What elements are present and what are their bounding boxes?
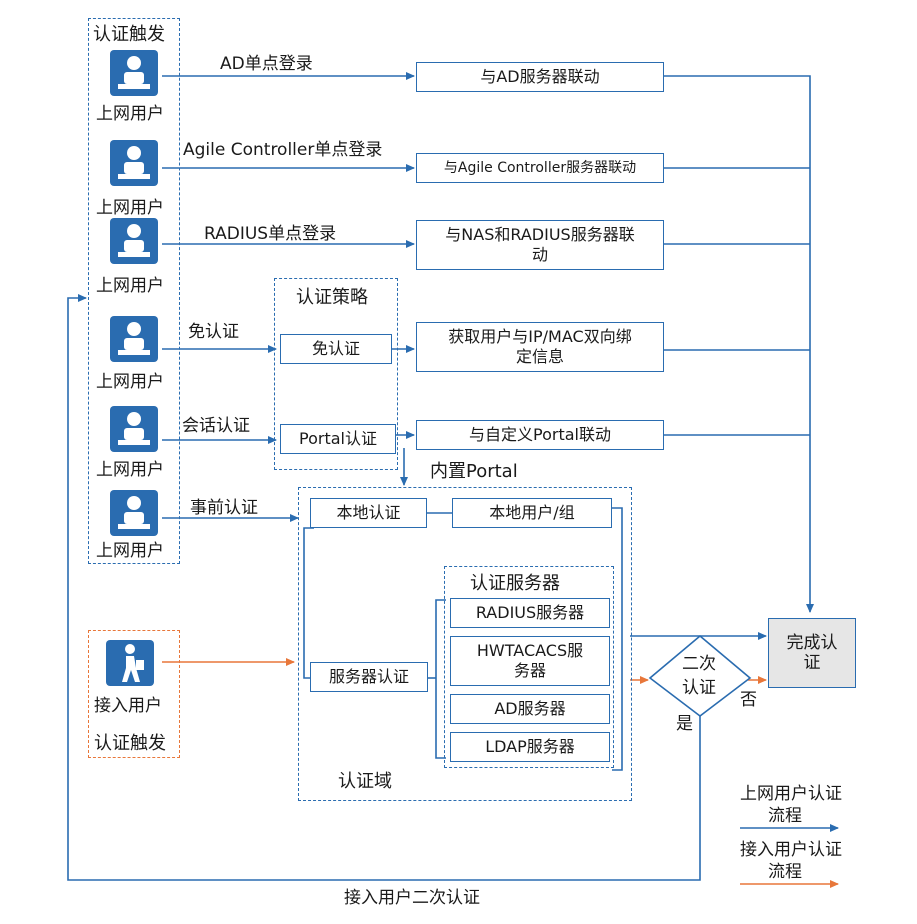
auth-domain-label: 认证域 [338, 771, 392, 792]
auth-policy-title: 认证策略 [296, 287, 368, 308]
legend-web-user-line2: 流程 [768, 806, 802, 826]
second-auth-line1: 二次 [682, 654, 716, 674]
local-user-group-box: 本地用户/组 [452, 498, 612, 528]
user-computer-icon [110, 140, 158, 186]
agile-server-linkage-box: 与Agile Controller服务器联动 [416, 153, 664, 183]
access-user-label: 接入用户 [94, 696, 162, 716]
walking-user-icon [106, 640, 154, 686]
access-trigger-frame [88, 630, 180, 758]
exempt-label: 免认证 [188, 322, 239, 342]
arrow-second-auth-loop [67, 294, 701, 881]
access-trigger-label: 认证触发 [94, 733, 166, 754]
trigger-group-frame [88, 18, 180, 564]
user-label-1: 上网用户 [96, 104, 164, 124]
nas-radius-linkage-box: 与NAS和RADIUS服务器联动 [416, 220, 664, 270]
agile-sso-label: Agile Controller单点登录 [183, 140, 383, 160]
exempt-policy-box: 免认证 [280, 334, 392, 364]
second-auth-line2: 认证 [682, 678, 716, 698]
user-computer-icon [110, 490, 158, 536]
auth-servers-frame [444, 566, 614, 768]
ad-server-box: AD服务器 [450, 694, 610, 724]
user-computer-icon [110, 316, 158, 362]
arrow-right-trunk [664, 75, 814, 613]
auth-domain-frame [298, 487, 632, 801]
local-auth-box: 本地认证 [310, 498, 427, 528]
access-user-second-auth-label: 接入用户二次认证 [344, 888, 480, 908]
custom-portal-linkage-box: 与自定义Portal联动 [416, 420, 664, 450]
session-auth-label: 会话认证 [182, 416, 250, 436]
radius-sso-label: RADIUS单点登录 [204, 224, 337, 244]
user-label-4: 上网用户 [96, 372, 164, 392]
pre-auth-label: 事前认证 [190, 498, 258, 518]
user-computer-icon [110, 218, 158, 264]
legend-access-user-line1: 接入用户认证 [740, 840, 842, 860]
ad-server-linkage-box: 与AD服务器联动 [416, 62, 664, 92]
no-label: 否 [740, 690, 757, 710]
portal-auth-box: Portal认证 [280, 424, 396, 454]
hwtacacs-server-box: HWTACACS服务器 [450, 636, 610, 686]
ip-mac-binding-box: 获取用户与IP/MAC双向绑定信息 [416, 322, 664, 372]
ldap-server-box: LDAP服务器 [450, 732, 610, 762]
ad-sso-label: AD单点登录 [220, 54, 313, 74]
auth-complete-box: 完成认证 [768, 618, 856, 688]
auth-servers-title: 认证服务器 [470, 573, 560, 594]
user-label-3: 上网用户 [96, 276, 164, 296]
legend-access-user-line2: 流程 [768, 862, 802, 882]
user-label-2: 上网用户 [96, 198, 164, 218]
radius-server-box: RADIUS服务器 [450, 598, 610, 628]
user-label-6: 上网用户 [96, 541, 164, 561]
trigger-group-label: 认证触发 [93, 24, 165, 45]
yes-label: 是 [676, 714, 693, 734]
second-auth-diamond [648, 634, 752, 718]
user-label-5: 上网用户 [96, 460, 164, 480]
legend-web-user-line1: 上网用户认证 [740, 784, 842, 804]
user-computer-icon [110, 50, 158, 96]
server-auth-box: 服务器认证 [310, 662, 428, 692]
user-computer-icon [110, 406, 158, 452]
builtin-portal-label: 内置Portal [430, 461, 518, 482]
auth-policy-frame [274, 278, 398, 470]
